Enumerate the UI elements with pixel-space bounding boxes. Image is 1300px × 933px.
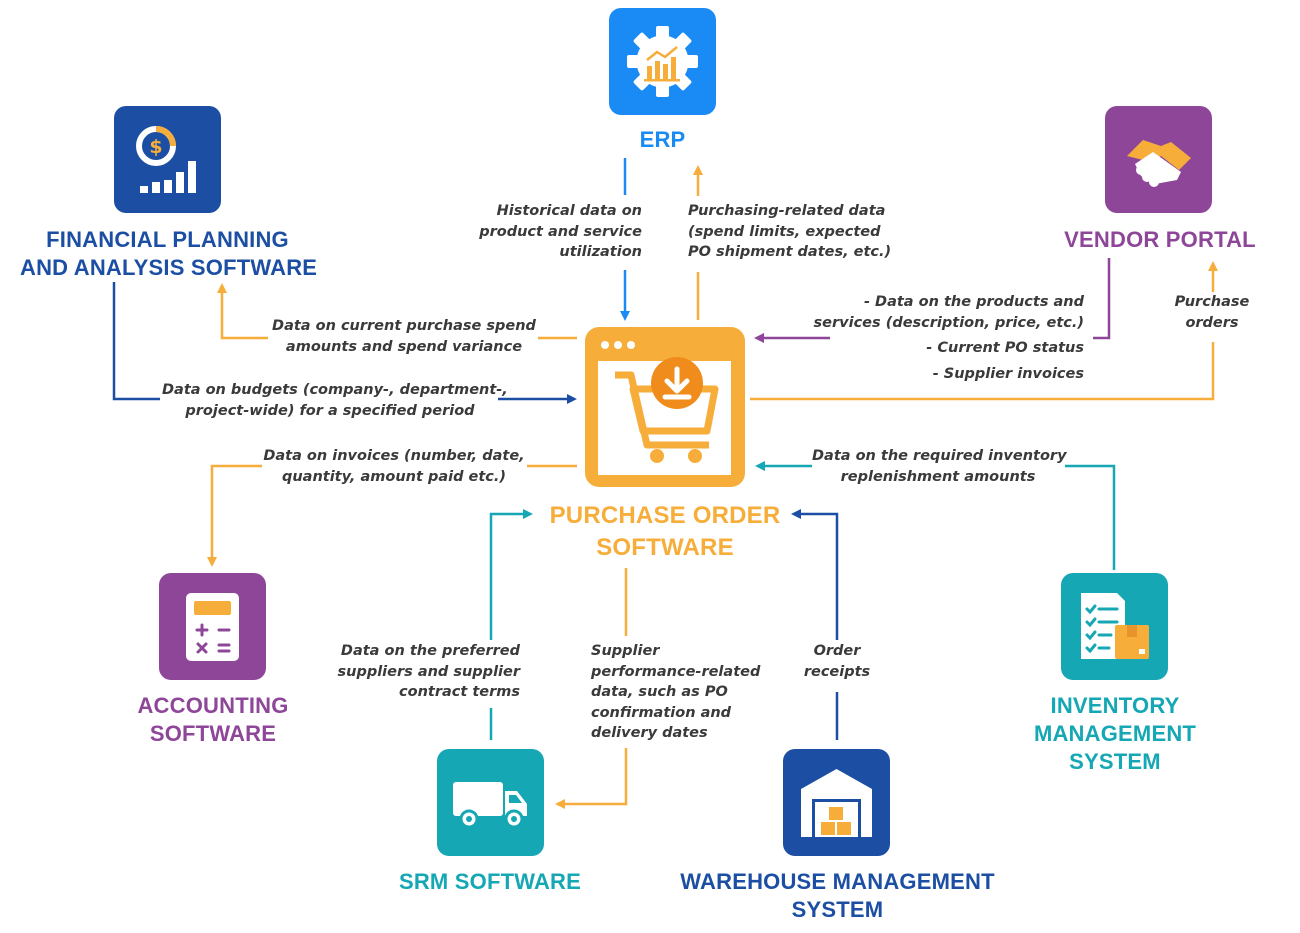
label-line: Data on the required inventory	[812, 448, 1067, 464]
link-po-to-fpa-arrow	[217, 283, 268, 340]
label-fpa-in: Data on budgets (company-, department-, …	[162, 380, 508, 421]
po-title: PURCHASE ORDER SOFTWARE	[520, 500, 810, 564]
vendor-tile[interactable]	[1105, 106, 1212, 213]
label-line: suppliers and supplier	[337, 663, 521, 680]
link-fpa-to-po	[112, 282, 160, 401]
label-warehouse: Order receipts	[792, 641, 882, 682]
label-line: contract terms	[399, 684, 520, 700]
label-srm-in: Data on the preferred suppliers and supp…	[330, 641, 521, 703]
label-erp-out: Purchasing-related data (spend limits, e…	[688, 201, 908, 263]
erp-title: ERP	[639, 127, 686, 152]
accounting-tile[interactable]	[159, 573, 266, 680]
label-line: quantity, amount paid etc.)	[281, 468, 507, 485]
label-fpa-out: Data on current purchase spend amounts a…	[268, 316, 540, 357]
warehouse-title-line1: WAREHOUSE MANAGEMENT	[680, 869, 995, 894]
po-title-line2: SOFTWARE	[596, 534, 734, 561]
po-title-line1: PURCHASE ORDER	[549, 502, 781, 529]
label-line: - Current PO status	[926, 340, 1084, 356]
label-line: Order	[813, 643, 861, 659]
label-line: project-wide) for a specified period	[185, 402, 475, 419]
inventory-title-line1: INVENTORY	[1050, 693, 1180, 718]
label-line: Data on invoices (number, date,	[263, 448, 525, 464]
label-line: delivery dates	[591, 725, 708, 741]
label-line: - Supplier invoices	[932, 365, 1084, 382]
inventory-title: INVENTORY MANAGEMENT SYSTEM	[1010, 692, 1220, 776]
label-line: - Data on the products and	[863, 294, 1084, 310]
checklist-box-icon	[1081, 593, 1149, 659]
label-erp-in: Historical data on product and service u…	[440, 201, 642, 263]
warehouse-title-line2: SYSTEM	[791, 897, 884, 922]
label-vendor-out: Purchase orders	[1160, 292, 1264, 333]
po-tile[interactable]	[585, 327, 745, 487]
cart-download-icon	[598, 341, 731, 475]
label-line: performance-related	[591, 663, 761, 680]
label-line: receipts	[803, 663, 871, 680]
svg-text:$: $	[149, 136, 162, 158]
label-vendor-in: - Data on the products and services (des…	[780, 292, 1084, 384]
inventory-title-line3: SYSTEM	[1069, 749, 1161, 774]
link-po-to-accounting-arrow	[207, 464, 262, 567]
label-line: data, such as PO	[591, 684, 728, 700]
accounting-title-line2: SOFTWARE	[149, 721, 277, 746]
label-line: Data on budgets (company-, department-,	[162, 382, 508, 398]
label-line: Data on current purchase spend	[272, 318, 536, 334]
truck-icon	[453, 782, 527, 829]
label-line: Historical data on	[496, 203, 642, 219]
accounting-title-line1: ACCOUNTING	[137, 693, 289, 718]
label-line: confirmation and	[591, 704, 732, 721]
vendor-title: VENDOR PORTAL	[1064, 227, 1256, 252]
fpa-title: FINANCIAL PLANNING AND ANALYSIS SOFTWARE	[20, 226, 318, 282]
link-srm-to-po-arrow	[489, 509, 533, 640]
warehouse-icon	[801, 769, 872, 837]
fpa-title-line1: FINANCIAL PLANNING	[46, 227, 289, 252]
fpa-title-line2: AND ANALYSIS SOFTWARE	[20, 255, 318, 280]
gear-chart-icon	[627, 26, 698, 97]
label-line: services (description, price, etc.)	[813, 314, 1084, 331]
label-accounting: Data on invoices (number, date, quantity…	[262, 446, 526, 487]
link-po-to-vendor	[750, 342, 1215, 401]
link-warehouse-to-po-arrow	[791, 509, 839, 640]
label-line: PO shipment dates, etc.)	[688, 244, 892, 260]
calculator-icon	[186, 593, 239, 661]
inventory-title-line2: MANAGEMENT	[1033, 721, 1197, 746]
handshake-icon	[1127, 140, 1191, 187]
srm-tile[interactable]	[437, 749, 544, 856]
label-line: amounts and spend variance	[285, 338, 523, 355]
label-line: Data on the preferred	[340, 643, 520, 659]
link-vendor-to-po	[1093, 258, 1111, 340]
label-line: Purchasing-related data	[688, 203, 886, 219]
label-inventory: Data on the required inventory replenish…	[812, 446, 1067, 487]
link-inventory-to-po	[1065, 464, 1116, 570]
inventory-tile[interactable]	[1061, 573, 1168, 680]
warehouse-tile[interactable]	[783, 749, 890, 856]
label-line: Purchase	[1174, 294, 1250, 310]
label-line: Supplier	[591, 643, 660, 659]
dollar-chart-icon: $	[136, 126, 196, 193]
accounting-title: ACCOUNTING SOFTWARE	[110, 692, 316, 748]
label-line: (spend limits, expected	[688, 223, 881, 240]
link-po-to-srm-arrow	[555, 748, 628, 809]
label-line: orders	[1185, 314, 1239, 331]
label-line: product and service	[479, 223, 642, 240]
warehouse-title: WAREHOUSE MANAGEMENT SYSTEM	[660, 868, 1015, 924]
label-line: replenishment amounts	[840, 468, 1036, 485]
srm-title: SRM SOFTWARE	[398, 869, 582, 894]
label-line: utilization	[559, 244, 642, 260]
label-srm-out: Supplier performance-related data, such …	[591, 641, 771, 744]
erp-tile[interactable]	[609, 8, 716, 115]
fpa-tile[interactable]: $	[114, 106, 221, 213]
